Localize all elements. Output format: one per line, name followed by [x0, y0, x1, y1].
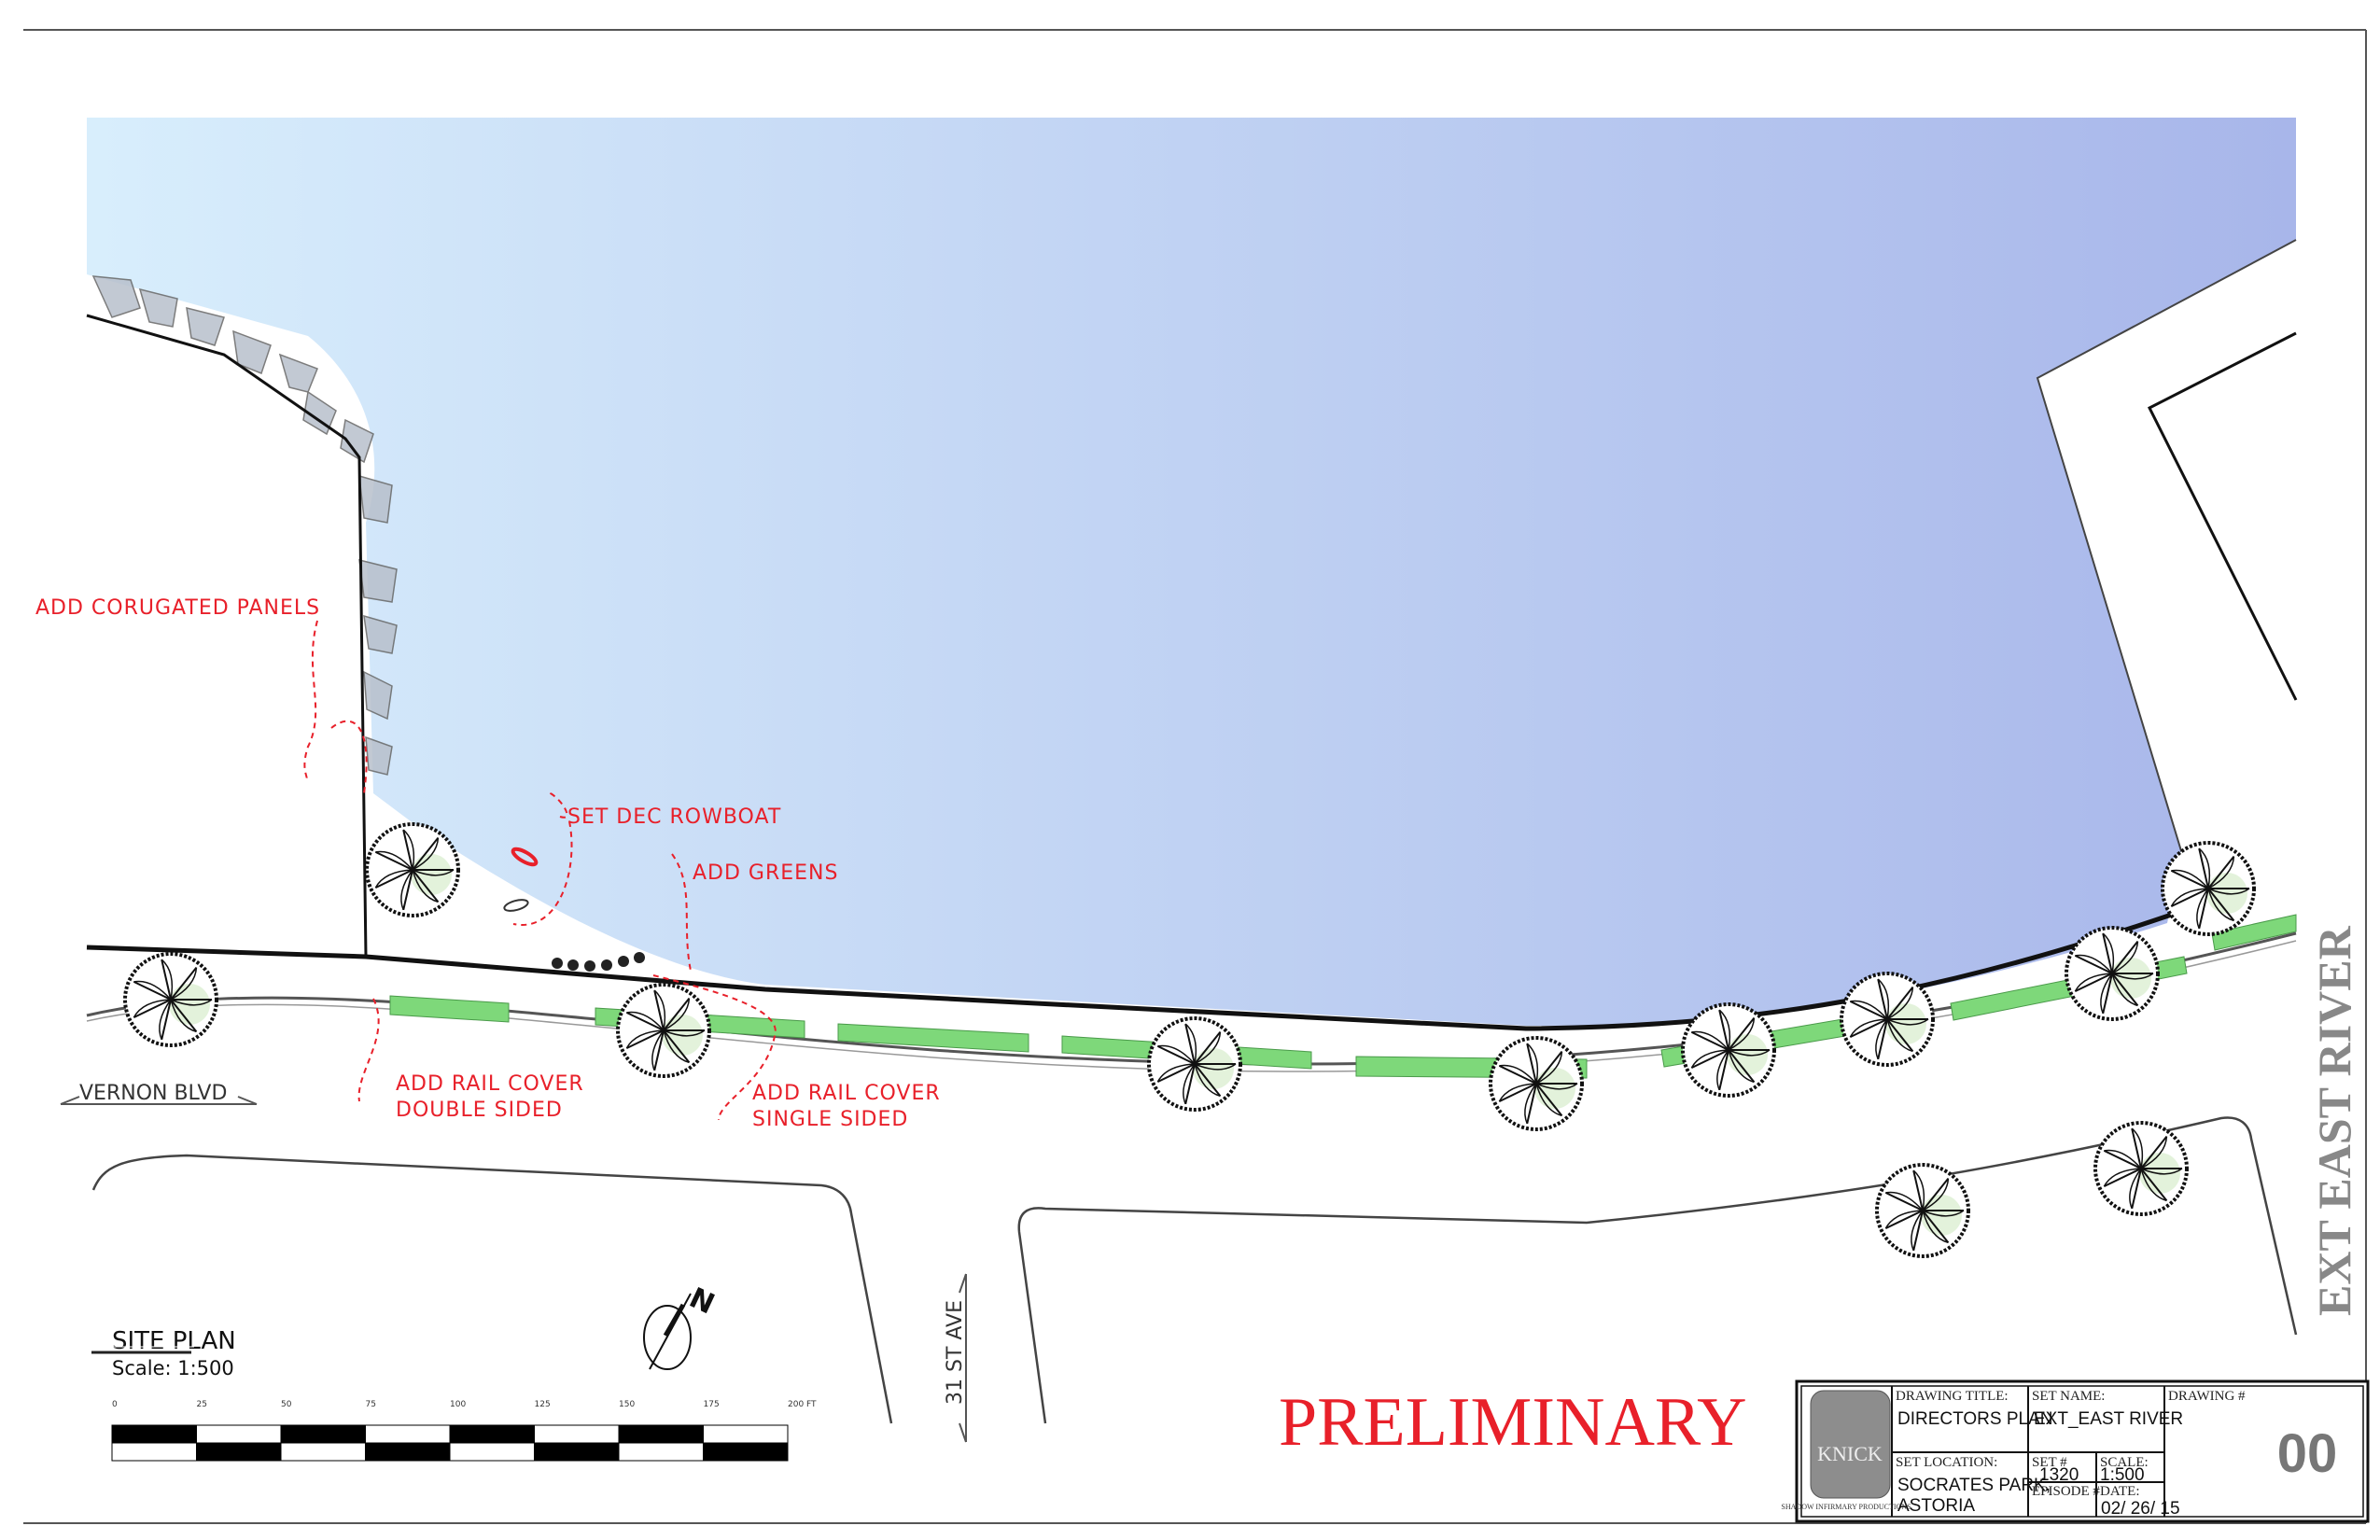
drawing-number: 00	[2277, 1423, 2338, 1484]
set-name: EXT_EAST RIVER	[2034, 1409, 2183, 1429]
scale-segment	[365, 1442, 451, 1462]
tree-icon	[1681, 1002, 1776, 1098]
seawall-line	[86, 314, 368, 958]
scale-segment	[280, 1442, 366, 1462]
31st-arrow	[959, 1273, 967, 1443]
scale-segment	[534, 1442, 620, 1462]
scale-segment	[534, 1424, 620, 1444]
tree-icon	[1840, 972, 1935, 1067]
shoreline-rocks	[91, 275, 398, 776]
drawing-title: DIRECTORS PLAN	[1897, 1409, 2052, 1429]
site-plan-title: SITE PLAN	[112, 1327, 236, 1355]
pier-inner	[2147, 331, 2298, 701]
scale-tick-label: 50	[281, 1400, 292, 1409]
rowboat	[503, 899, 529, 912]
note-rail-double-1: ADD RAIL COVER	[396, 1072, 584, 1096]
scale-bar: 0 25 50 75 100 125 150 175 200 FT	[111, 1400, 817, 1462]
scale-segment	[196, 1424, 282, 1444]
scale-segment	[111, 1442, 197, 1462]
north-label: N	[684, 1281, 720, 1321]
tree-icon	[2065, 926, 2160, 1021]
production-logo	[1810, 1390, 1891, 1499]
svg-text:SCALE:: SCALE:	[2100, 1455, 2149, 1470]
scale-tick-label: 100	[450, 1400, 466, 1409]
annotation-leaders	[302, 620, 777, 1121]
scale-segment	[449, 1442, 535, 1462]
scale-segment	[280, 1424, 366, 1444]
svg-text:EPISODE #: EPISODE #	[2032, 1484, 2100, 1499]
scale-tick-label: 200 FT	[788, 1400, 817, 1409]
set-number: 1320	[2039, 1465, 2079, 1485]
east-river-water	[87, 118, 2296, 1027]
note-rowboat: SET DEC ROWBOAT	[567, 805, 781, 829]
svg-text:DATE:: DATE:	[2100, 1484, 2140, 1499]
scale-tick-label: 175	[704, 1400, 720, 1409]
scale-tick-label: 150	[619, 1400, 635, 1409]
note-rail-single-2: SINGLE SIDED	[752, 1108, 908, 1131]
svg-text:SHADOW INFIRMARY PRODUCTIONS: SHADOW INFIRMARY PRODUCTIONS	[1781, 1503, 1911, 1511]
site-plan-scale: Scale: 1:500	[112, 1357, 234, 1379]
svg-text:DRAWING #: DRAWING #	[2168, 1389, 2246, 1404]
block-southwest	[91, 1154, 893, 1424]
scale-segment	[449, 1424, 535, 1444]
scale-segment	[365, 1424, 451, 1444]
tree-icon	[616, 983, 711, 1078]
svg-text:SET NAME:: SET NAME:	[2032, 1389, 2105, 1404]
scale-segment	[618, 1442, 704, 1462]
svg-text:KNICK: KNICK	[1817, 1442, 1883, 1465]
scale-tick-label: 125	[535, 1400, 551, 1409]
pier	[2036, 239, 2297, 855]
scale-segment	[703, 1442, 789, 1462]
street-31-st-ave: 31 ST AVE	[944, 1300, 967, 1405]
tree-icon	[365, 822, 460, 917]
scale-segment	[703, 1424, 789, 1444]
note-corrugated-panels: ADD CORUGATED PANELS	[35, 596, 320, 620]
svg-text:ASTORIA: ASTORIA	[1897, 1496, 1975, 1516]
tree-icon	[1489, 1036, 1584, 1131]
tree-icon	[123, 952, 218, 1047]
scale-tick-label: 75	[366, 1400, 376, 1409]
tree-icon	[1147, 1016, 1242, 1112]
preliminary-stamp: PRELIMINARY	[1279, 1384, 1747, 1461]
side-title: EXT EAST RIVER	[2308, 925, 2360, 1316]
rowboat-red	[511, 847, 539, 867]
svg-text:SET LOCATION:: SET LOCATION:	[1896, 1455, 1997, 1470]
date-value: 02/ 26/ 15	[2101, 1499, 2180, 1519]
note-rail-double-2: DOUBLE SIDED	[396, 1099, 563, 1122]
set-location: SOCRATES PARK,	[1897, 1476, 2051, 1495]
svg-text:SET #: SET #	[2032, 1455, 2067, 1470]
tree-icon	[2093, 1121, 2189, 1216]
street-vernon-blvd: VERNON BLVD	[79, 1082, 227, 1105]
vernon-arrow	[60, 1096, 258, 1105]
bollards	[552, 952, 645, 972]
scale-tick-label: 0	[112, 1400, 118, 1409]
svg-text:DRAWING TITLE:: DRAWING TITLE:	[1896, 1389, 2009, 1404]
title-block: KNICK SHADOW INFIRMARY PRODUCTIONS DRAWI…	[1781, 1379, 2370, 1523]
scale-segment	[111, 1424, 197, 1444]
scale-value: 1:500	[2100, 1465, 2145, 1485]
scale-tick-label: 25	[197, 1400, 207, 1409]
note-rail-single-1: ADD RAIL COVER	[752, 1082, 941, 1105]
scale-segment	[196, 1442, 282, 1462]
scale-segment	[618, 1424, 704, 1444]
tree-icon	[2161, 841, 2256, 936]
north-arrow: N	[643, 1281, 720, 1370]
note-greens: ADD GREENS	[693, 861, 838, 885]
tree-icon	[1875, 1163, 1970, 1258]
